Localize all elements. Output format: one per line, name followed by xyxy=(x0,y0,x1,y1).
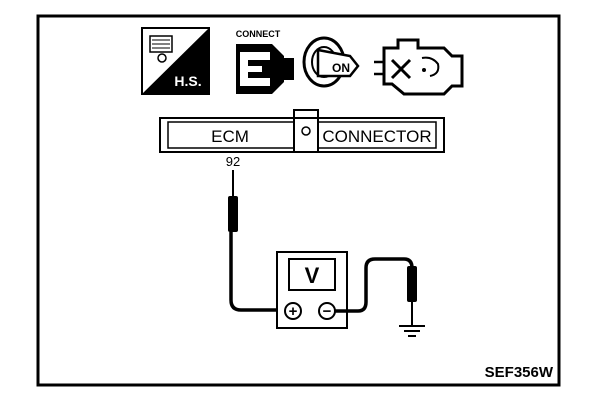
ignition-key-icon: ON xyxy=(302,36,360,88)
minus-symbol: − xyxy=(323,303,332,320)
figure-code: SEF356W xyxy=(485,364,554,381)
ground-icon xyxy=(399,325,425,337)
negative-probe xyxy=(335,257,417,326)
voltmeter-display xyxy=(288,258,336,291)
hs-icon: H.S. xyxy=(141,27,210,95)
ecm-label: ECM xyxy=(211,127,249,146)
positive-probe xyxy=(228,170,288,312)
diagram-frame xyxy=(36,14,561,387)
ignition-label: ON xyxy=(332,61,350,75)
connector-center-block xyxy=(293,117,319,153)
connect-label: CONNECT xyxy=(236,29,281,39)
terminal-number: 92 xyxy=(226,154,240,169)
connect-icon: CONNECT xyxy=(236,29,294,94)
engine-icon xyxy=(374,38,464,96)
plus-terminal xyxy=(284,302,302,320)
hs-label: H.S. xyxy=(174,73,201,89)
voltmeter: V + − xyxy=(276,251,348,329)
ecm-connector: ECM CONNECTOR 92 xyxy=(159,109,445,169)
voltmeter-label: V xyxy=(305,263,320,288)
connector-lock-hole xyxy=(301,126,311,136)
connector-label: CONNECTOR xyxy=(322,127,431,146)
plus-symbol: + xyxy=(289,303,298,320)
